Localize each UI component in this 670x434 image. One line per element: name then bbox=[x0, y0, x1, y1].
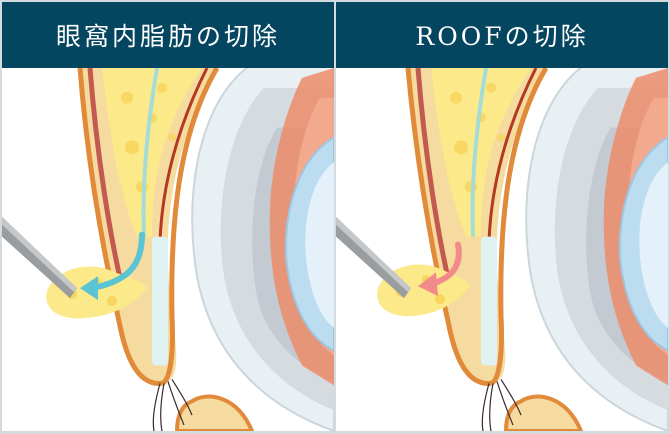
panel-orbital-fat-removal: 眼窩内脂肪の切除 bbox=[2, 2, 334, 431]
panel-roof-removal: ROOFの切除 bbox=[336, 2, 668, 431]
panel-title: 眼窩内脂肪の切除 bbox=[2, 2, 334, 68]
eyelid-cross-section-diagram bbox=[2, 68, 334, 431]
eyelid-illustration bbox=[336, 68, 668, 431]
eyelid-cross-section-diagram bbox=[336, 68, 668, 431]
panel-title: ROOFの切除 bbox=[336, 2, 668, 68]
eyelid-illustration bbox=[2, 68, 334, 431]
